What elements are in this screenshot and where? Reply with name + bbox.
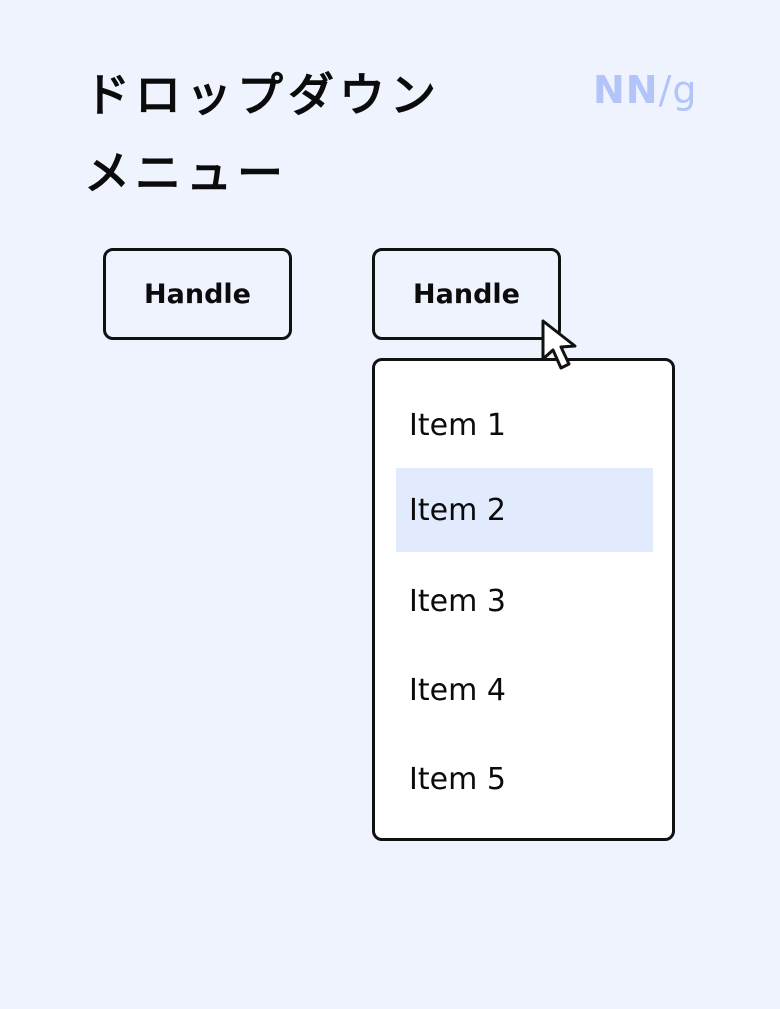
dropdown-menu: Item 1 Item 2 Item 3 Item 4 Item 5 bbox=[372, 358, 675, 841]
dropdown-handle-closed[interactable]: Handle bbox=[103, 248, 292, 340]
menu-item-label: Item 3 bbox=[409, 583, 506, 619]
menu-item-label: Item 4 bbox=[409, 672, 506, 708]
menu-item-3[interactable]: Item 3 bbox=[396, 559, 653, 643]
handle-label: Handle bbox=[413, 278, 520, 310]
page-title-line-1: ドロップダウン bbox=[84, 68, 441, 122]
menu-item-label: Item 5 bbox=[409, 761, 506, 797]
menu-item-label: Item 2 bbox=[409, 492, 506, 528]
menu-item-5[interactable]: Item 5 bbox=[396, 737, 653, 821]
menu-item-4[interactable]: Item 4 bbox=[396, 648, 653, 732]
page-title-line-2: メニュー bbox=[84, 146, 288, 200]
menu-item-label: Item 1 bbox=[409, 407, 506, 443]
dropdown-handle-open[interactable]: Handle bbox=[372, 248, 561, 340]
page-title: ドロップダウン メニュー bbox=[84, 56, 504, 212]
menu-item-1[interactable]: Item 1 bbox=[396, 383, 653, 467]
logo-nn: NN bbox=[593, 68, 659, 112]
logo-g: g bbox=[672, 68, 698, 112]
pointer-arrow-icon bbox=[541, 319, 577, 370]
menu-item-2-highlighted[interactable]: Item 2 bbox=[396, 468, 653, 552]
nng-logo: NN/g bbox=[593, 68, 698, 112]
logo-slash: / bbox=[658, 68, 673, 112]
handle-label: Handle bbox=[144, 278, 251, 310]
